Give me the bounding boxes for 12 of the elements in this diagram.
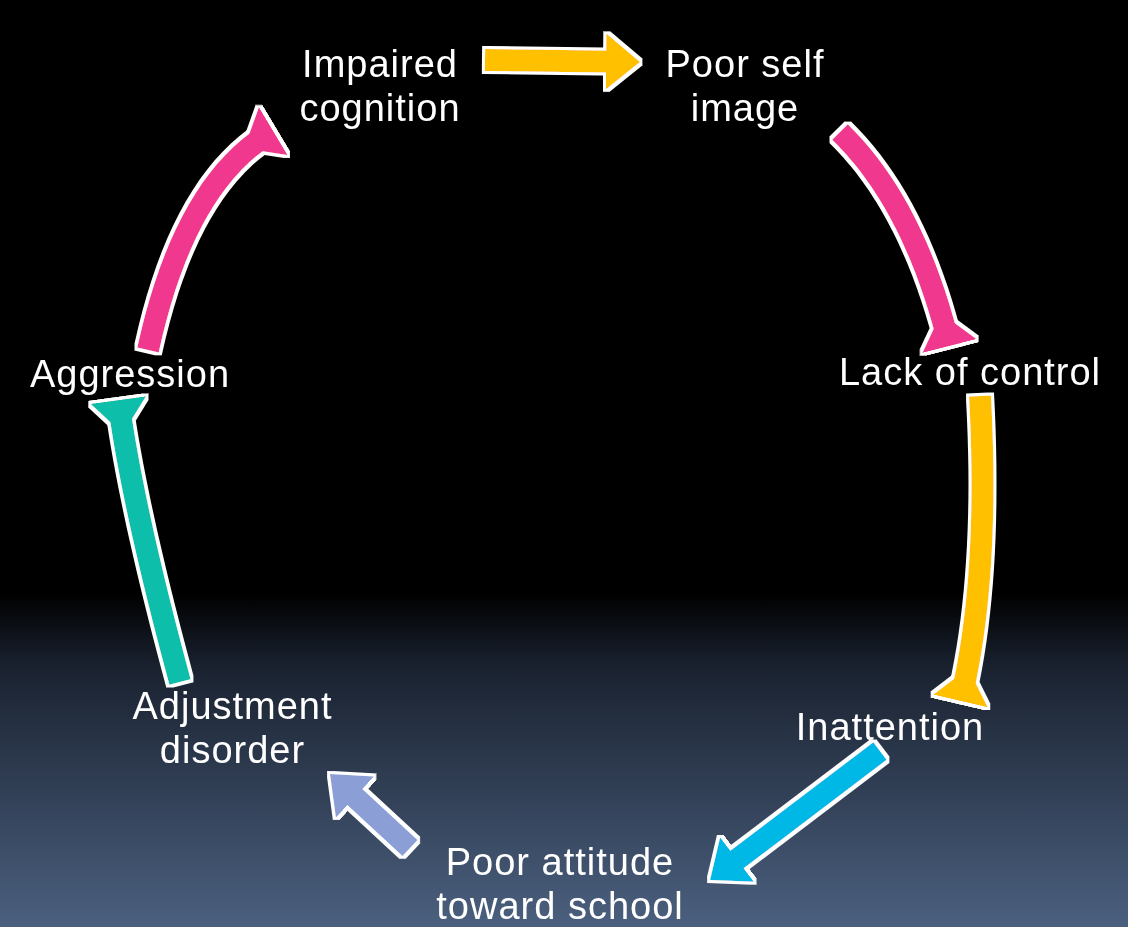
node-label: Aggression xyxy=(29,352,231,396)
node-label: Adjustment disorder xyxy=(131,684,334,772)
arrow xyxy=(330,774,418,857)
node-label: Poor self image xyxy=(664,42,826,130)
arrow xyxy=(832,124,977,353)
node-label: Impaired cognition xyxy=(298,42,462,130)
arrow xyxy=(933,395,994,708)
node-label: Poor attitude toward school xyxy=(435,840,685,927)
arrow xyxy=(137,107,288,353)
node-label: Lack of control xyxy=(838,350,1102,394)
arrow xyxy=(90,396,191,685)
node-label: Inattention xyxy=(795,705,985,749)
